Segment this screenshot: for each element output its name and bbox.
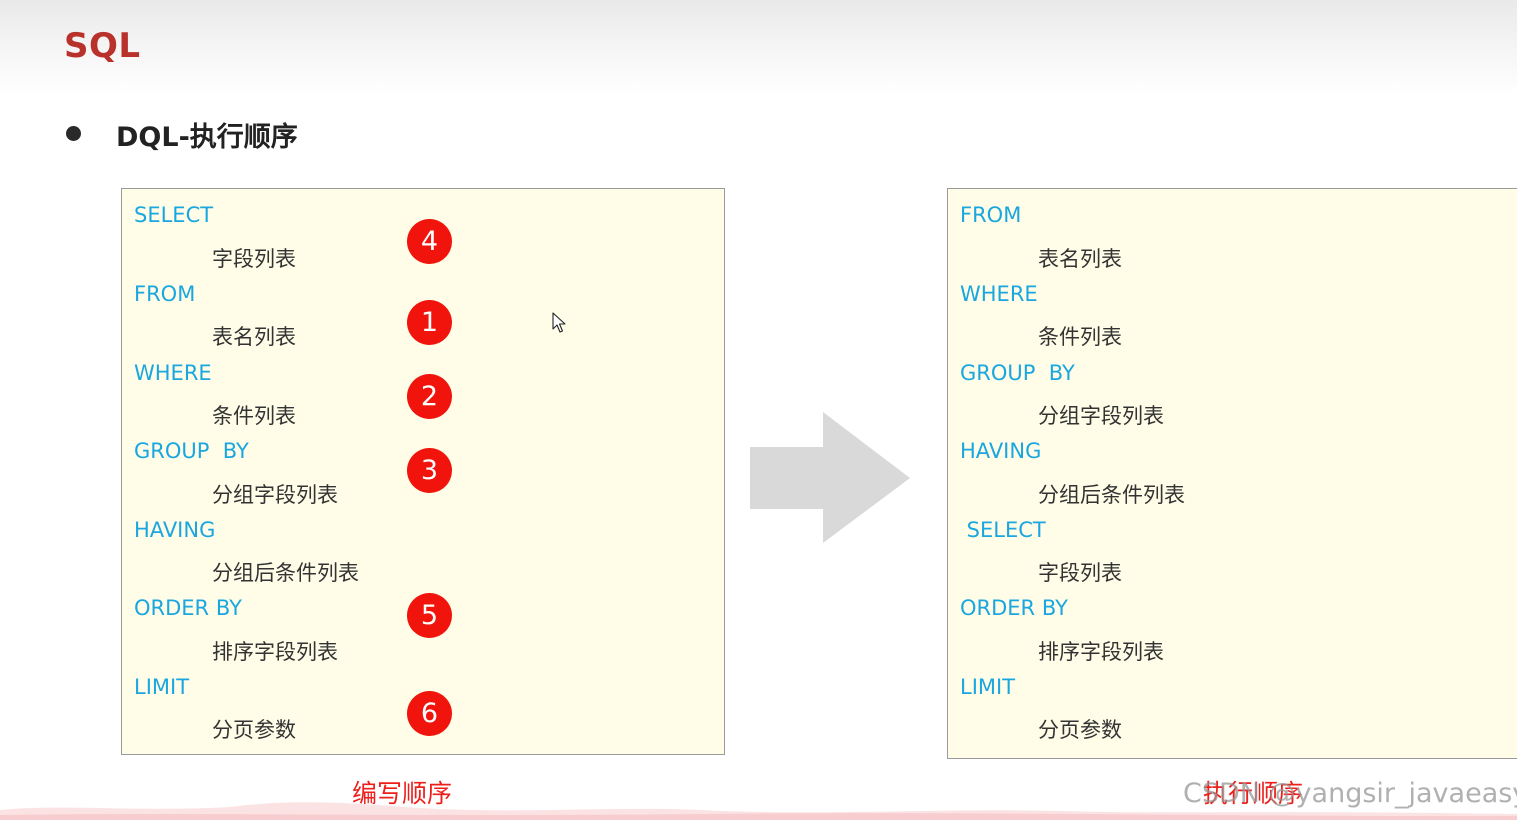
right-arrow-icon	[750, 412, 910, 543]
clause-keyword: SELECT	[960, 518, 1046, 542]
clause-keyword: ORDER BY	[134, 596, 242, 620]
clause-item: 表名列表	[212, 325, 296, 349]
clause-item: 条件列表	[1038, 325, 1122, 349]
bullet-icon	[66, 126, 81, 141]
clause-keyword: ORDER BY	[960, 596, 1068, 620]
slide-title: SQL	[64, 26, 141, 66]
execution-order-caption: 执行顺序	[1203, 779, 1304, 808]
writing-order-caption: 编写顺序	[352, 779, 453, 808]
clause-item: 排序字段列表	[1038, 640, 1164, 664]
step-badge-2: 2	[407, 374, 452, 419]
clause-item: 字段列表	[212, 247, 296, 271]
clause-item: 分组后条件列表	[212, 561, 359, 585]
clause-item: 排序字段列表	[212, 640, 338, 664]
clause-item: 分组字段列表	[1038, 404, 1164, 428]
clause-keyword: WHERE	[134, 361, 212, 385]
decorative-bottom-strip	[0, 802, 1517, 820]
step-badge-5: 5	[407, 593, 452, 638]
clause-keyword: SELECT	[134, 203, 214, 227]
clause-keyword: FROM	[960, 203, 1022, 227]
clause-keyword: WHERE	[960, 282, 1038, 306]
clause-keyword: FROM	[134, 282, 196, 306]
writing-order-panel: SELECT 字段列表 FROM 表名列表 WHERE 条件列表 GROUP B…	[121, 188, 725, 755]
clause-keyword: GROUP BY	[960, 361, 1075, 385]
clause-keyword: HAVING	[134, 518, 216, 542]
clause-keyword: HAVING	[960, 439, 1042, 463]
clause-item: 分页参数	[212, 718, 296, 742]
clause-keyword: LIMIT	[134, 675, 190, 699]
clause-keyword: LIMIT	[960, 675, 1016, 699]
step-badge-4: 4	[407, 219, 452, 264]
execution-order-panel: FROM 表名列表 WHERE 条件列表 GROUP BY 分组字段列表 HAV…	[947, 188, 1517, 759]
step-badge-3: 3	[407, 448, 452, 493]
header-band	[0, 0, 1517, 95]
mouse-cursor-icon	[552, 312, 566, 333]
slide-subtitle: DQL-执行顺序	[116, 122, 298, 153]
step-badge-1: 1	[407, 300, 452, 345]
step-badge-6: 6	[407, 691, 452, 736]
clause-item: 分组后条件列表	[1038, 483, 1185, 507]
clause-item: 分页参数	[1038, 718, 1122, 742]
clause-item: 分组字段列表	[212, 483, 338, 507]
clause-item: 条件列表	[212, 404, 296, 428]
clause-item: 表名列表	[1038, 247, 1122, 271]
clause-item: 字段列表	[1038, 561, 1122, 585]
clause-keyword: GROUP BY	[134, 439, 249, 463]
watermark-text: CSDN @yangsir_javaeasy	[1183, 778, 1517, 809]
